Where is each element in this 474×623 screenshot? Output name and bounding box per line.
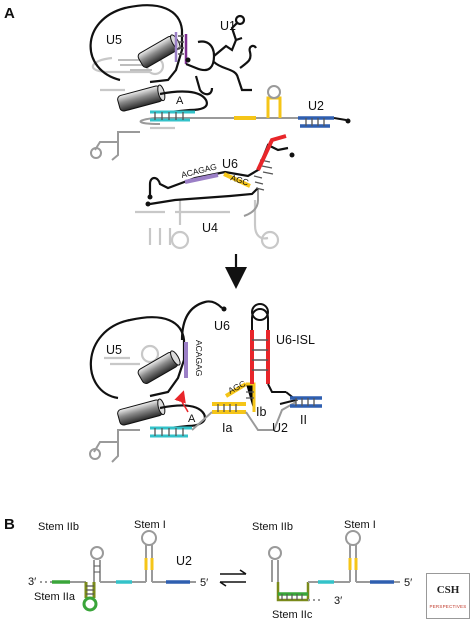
stem-iic-label: Stem IIc: [272, 609, 313, 621]
u6-gray-tail: [243, 188, 259, 217]
u2-blue-helix-top: [298, 116, 351, 128]
agc-label-bottom: AGC: [226, 378, 247, 395]
u6-strand-top: [148, 143, 289, 196]
panel-a-label: A: [4, 5, 15, 22]
agc-label-top: AGC: [229, 172, 250, 187]
protein-cylinder-3: [137, 350, 181, 384]
u5-loop-bottom: [89, 316, 186, 400]
stem-i-label-right: Stem I: [344, 519, 376, 531]
five-prime-right: 5′: [404, 577, 412, 589]
u5-label-top: U5: [106, 33, 122, 47]
branch-helix-bottom: [150, 426, 192, 438]
top-complex: U5 U1: [89, 4, 351, 250]
u2-lower-stem-bottom: [93, 429, 140, 463]
u2-label-panel-b: U2: [176, 554, 192, 568]
csh-logo-text: CSH: [436, 584, 460, 596]
stem-i-label-left: Stem I: [134, 519, 166, 531]
u6-label-top: U6: [222, 157, 238, 171]
top-gray-structures: [91, 56, 280, 250]
branch-helix-top: [150, 110, 195, 122]
acagag-label-bottom: ACAGAG: [194, 340, 204, 376]
perspectives-logo-text: PERSPECTIVES: [429, 604, 467, 609]
u1-label: U1: [220, 19, 236, 33]
pre-mrna-top: [159, 90, 208, 114]
stem-iia-label: Stem IIa: [34, 591, 76, 603]
u2-left-structure: Stem IIb Stem I U2 Stem IIa 3′ 5′: [28, 519, 208, 612]
panel-b-label: B: [4, 516, 15, 533]
u2-right-structure: Stem IIb Stem I Stem IIc 3′ 5′: [252, 519, 412, 621]
u2-lower-stem-top: [94, 131, 140, 161]
u6-agc-yellow-top: [223, 172, 251, 188]
u5-label-bottom: U5: [106, 343, 122, 357]
helix-ii-label: II: [300, 413, 307, 427]
u6-acagag-purple-top: [184, 173, 219, 184]
csh-perspectives-logo: CSH PERSPECTIVES: [426, 573, 470, 619]
bottom-complex: U5 U6 ACAGAG A: [89, 300, 322, 463]
protein-cylinder-2: [117, 84, 166, 112]
u2-label-bottom: U2: [272, 421, 288, 435]
red-attack-arrow: [174, 390, 189, 413]
branch-a-label-bottom: A: [188, 413, 196, 425]
u5-loop-top: [89, 4, 184, 84]
u6-label-bottom: U6: [214, 319, 230, 333]
helix-ib-label: Ib: [256, 405, 266, 419]
helix-ia-label: Ia: [222, 421, 232, 435]
three-prime-right: 3′: [334, 595, 342, 607]
pre-mrna-bottom: [159, 404, 206, 430]
u2-loop-top: [267, 85, 281, 99]
u6-isl: [250, 303, 286, 393]
equilibrium-arrows: [219, 569, 247, 587]
u6-isl-label: U6-ISL: [276, 333, 315, 347]
u1-end-dot: [185, 57, 191, 63]
five-prime-left: 5′: [200, 577, 208, 589]
branch-a-label-top: A: [176, 95, 184, 107]
u2-label-top: U2: [308, 99, 324, 113]
u4-label: U4: [202, 221, 218, 235]
stem-iib-label-right: Stem IIb: [252, 521, 293, 533]
u1-snrna: [185, 14, 257, 96]
stem-iib-label-left: Stem IIb: [38, 521, 79, 533]
three-prime-left: 3′: [28, 576, 36, 588]
u4-strand-top: [149, 187, 259, 206]
protein-cylinder-4: [117, 398, 166, 426]
helix-ii: [290, 396, 322, 408]
u2-stem-i-top: [266, 96, 282, 118]
u6-strand-bottom: [180, 300, 223, 341]
u6-red-segment-top: [256, 134, 287, 171]
